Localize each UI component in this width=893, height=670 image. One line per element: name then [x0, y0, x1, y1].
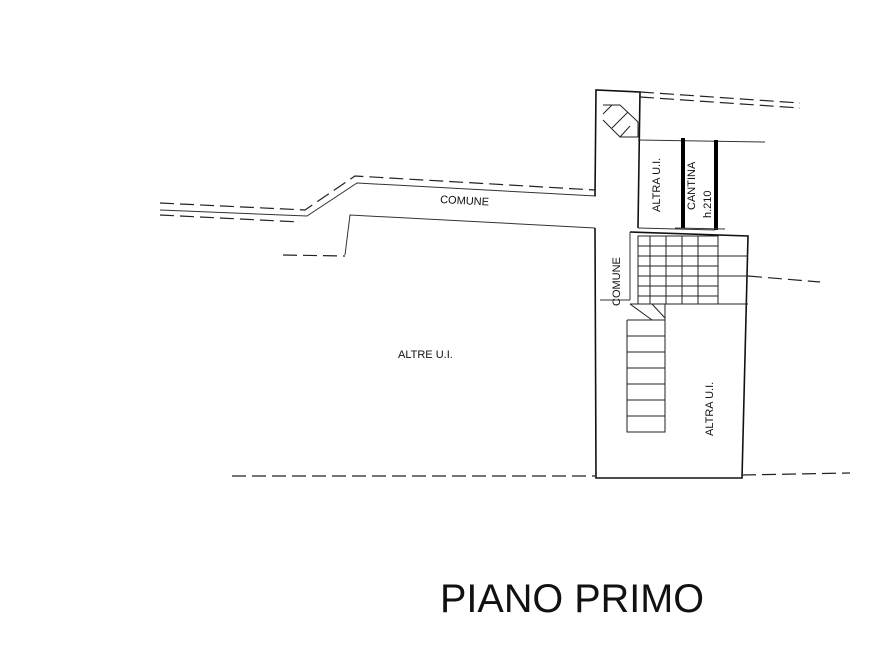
- label-comune-stair: COMUNE: [611, 257, 623, 306]
- bottom-boundary: [232, 472, 851, 477]
- label-cantina-height: h.210: [702, 190, 714, 218]
- corridor-upper-boundary: [159, 175, 597, 217]
- plan-title: PIANO PRIMO: [440, 577, 704, 621]
- upper-stair-block: [594, 89, 801, 229]
- label-altra-ui-lower: ALTRA U.I.: [704, 382, 716, 436]
- label-altra-ui-upper: ALTRA U.I.: [651, 158, 663, 212]
- common-stair-block: [594, 227, 821, 479]
- label-cantina: CANTINA: [686, 161, 698, 210]
- cantina-block: [637, 138, 766, 231]
- corridor-lower-boundary: [159, 214, 596, 257]
- label-altre-ui: ALTRE U.I.: [398, 349, 453, 361]
- label-comune-corridor: COMUNE: [440, 194, 489, 209]
